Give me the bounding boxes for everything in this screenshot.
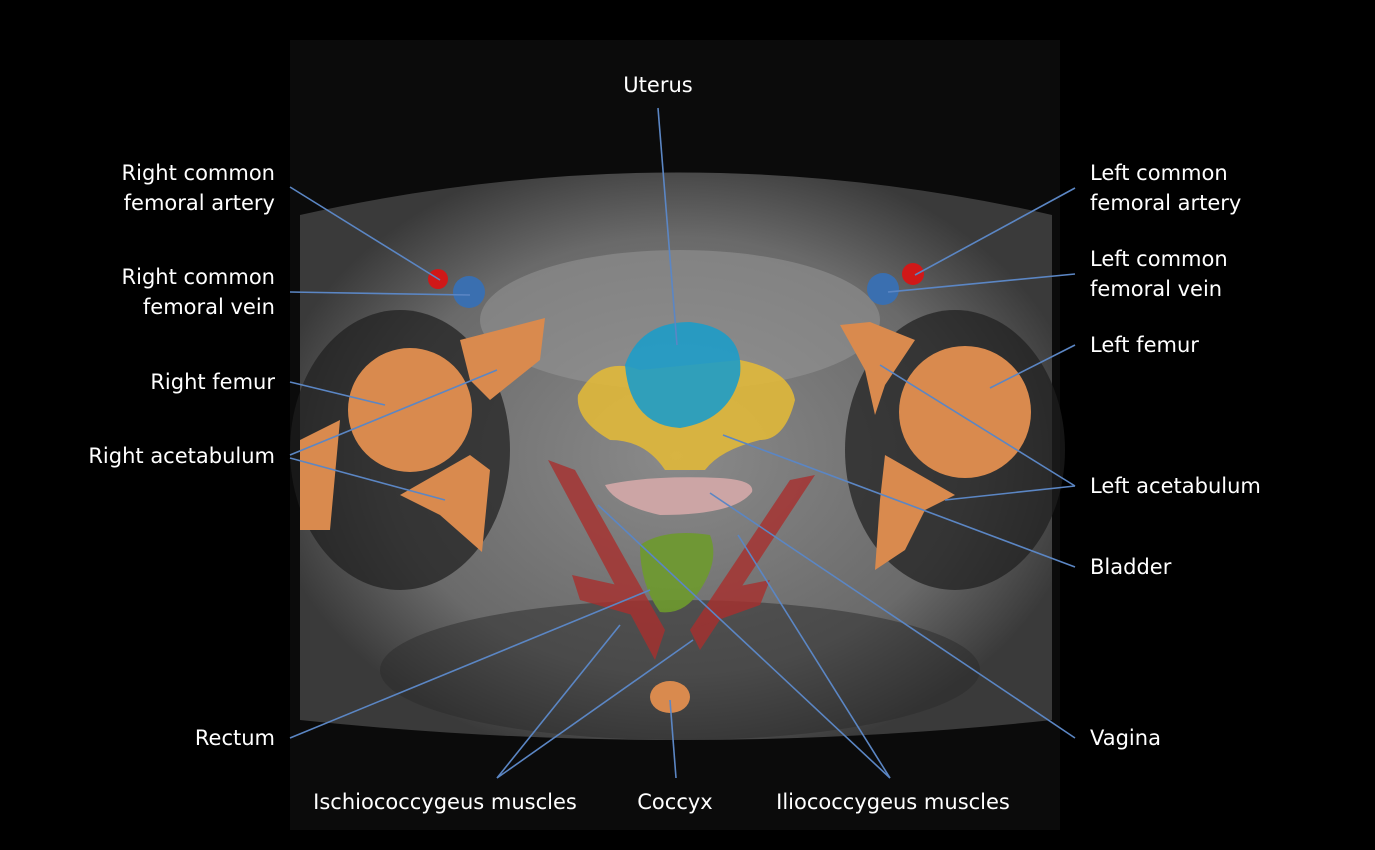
label-rectum: Rectum xyxy=(194,726,275,750)
leader-right-acetabulum-2 xyxy=(289,457,446,501)
leader-coccyx xyxy=(669,699,677,779)
label-coccyx: Coccyx xyxy=(637,790,713,814)
label-vagina: Vagina xyxy=(1090,726,1161,750)
label-line: femoral vein xyxy=(142,295,275,319)
leader-left-acetabulum-1 xyxy=(879,364,1076,487)
coccyx-shape xyxy=(650,681,690,713)
leader-left-cfa xyxy=(914,187,1076,276)
left-vein-shape xyxy=(867,273,899,305)
leader-uterus xyxy=(657,107,678,346)
left-acetabulum-anterior xyxy=(840,322,915,415)
label-left-cfv: Left common femoral vein xyxy=(1090,244,1228,304)
label-line: Left common xyxy=(1090,247,1228,271)
right-vein-shape xyxy=(453,276,485,308)
label-line: femoral artery xyxy=(123,191,275,215)
label-ischiococcygeus: Ischiococcygeus muscles xyxy=(313,790,577,814)
leader-rectum xyxy=(289,589,651,739)
leader-left-acetabulum-2 xyxy=(944,485,1076,501)
right-femur-head xyxy=(348,348,472,472)
left-artery-shape xyxy=(902,263,924,285)
label-left-cfa: Left common femoral artery xyxy=(1090,158,1241,218)
leader-left-cfv xyxy=(887,273,1076,293)
leader-right-cfv xyxy=(289,291,471,296)
label-line: femoral vein xyxy=(1090,277,1223,301)
leader-right-acetabulum-1 xyxy=(289,369,498,456)
leader-ischio-2 xyxy=(496,639,694,779)
leader-right-femur xyxy=(289,381,386,406)
label-uterus: Uterus xyxy=(623,73,693,97)
leader-lines xyxy=(289,107,1076,779)
leader-left-femur xyxy=(989,344,1076,389)
label-left-femur: Left femur xyxy=(1090,333,1199,357)
uterus-shape xyxy=(625,322,741,428)
label-right-cfa: Right common femoral artery xyxy=(122,158,275,218)
label-right-femur: Right femur xyxy=(150,370,275,394)
vagina-shape xyxy=(605,477,753,515)
leader-vagina xyxy=(709,492,1076,739)
label-bladder: Bladder xyxy=(1090,555,1172,579)
left-acetabulum-posterior xyxy=(875,455,955,570)
right-acetabulum-posterior xyxy=(400,455,490,552)
left-femur-head xyxy=(899,346,1031,478)
label-right-acetabulum: Right acetabulum xyxy=(88,444,275,468)
label-iliococcygeus: Iliococcygeus muscles xyxy=(776,790,1010,814)
leader-ilio-1 xyxy=(597,504,891,779)
label-right-cfv: Right common femoral vein xyxy=(122,262,275,322)
right-acetabulum-anterior xyxy=(460,318,545,400)
gluteal-shadow xyxy=(380,600,980,740)
rectum-shape xyxy=(640,532,714,613)
label-line: femoral artery xyxy=(1090,191,1242,215)
fat-layer xyxy=(480,250,880,390)
label-left-acetabulum: Left acetabulum xyxy=(1090,474,1261,498)
leader-bladder xyxy=(722,434,1076,568)
leader-ilio-2 xyxy=(737,534,891,779)
label-line: Right common xyxy=(121,265,275,289)
leader-right-cfa xyxy=(289,186,441,281)
pelvic-floor-muscles xyxy=(548,460,815,660)
leader-ischio-1 xyxy=(496,624,621,779)
label-line: Right common xyxy=(121,161,275,185)
label-line: Left common xyxy=(1090,161,1228,185)
